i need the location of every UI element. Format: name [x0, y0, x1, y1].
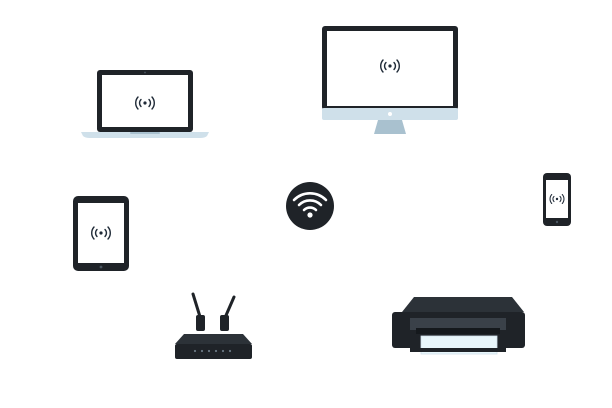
printer-icon [392, 297, 525, 355]
desktop-monitor-icon [322, 26, 458, 134]
smartphone-icon [543, 173, 571, 226]
router-icon [175, 292, 252, 359]
tablet-icon [73, 196, 129, 271]
wifi-icon [286, 182, 334, 230]
laptop-icon [81, 70, 209, 138]
